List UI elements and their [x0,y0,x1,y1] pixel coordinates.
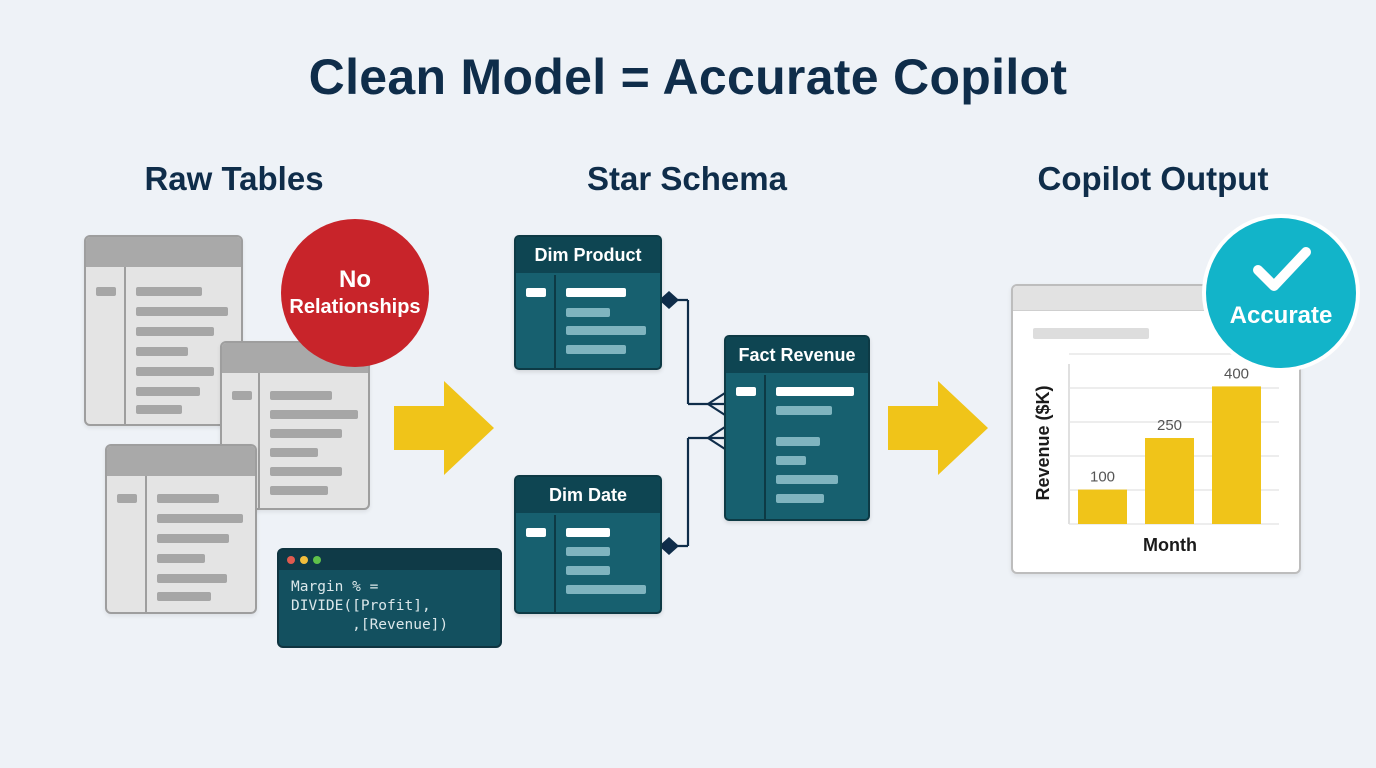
section-title-raw-tables: Raw Tables [144,160,324,197]
revenue-bar-chart: 100 250 400 Revenue ($K) Month [1033,353,1279,555]
chart-y-axis-label: Revenue ($K) [1033,385,1053,500]
copilot-chart-window: 100 250 400 Revenue ($K) Month [1011,284,1301,574]
dim-date-header: Dim Date [516,477,660,513]
accurate-badge-label: Accurate [1229,302,1333,329]
code-line-2: DIVIDE([Profit], [291,598,431,614]
crowfoot-lower-product [707,403,726,416]
chart-data-labels: 100 250 400 [1090,365,1249,485]
chart-title-placeholder [1033,328,1149,339]
right-arrow-icon [888,381,988,475]
section-title-star-schema: Star Schema [587,160,787,197]
page-title: Clean Model = Accurate Copilot [308,49,1068,105]
chart-data-label: 250 [1157,417,1182,434]
no-relationships-badge-line1: No [339,266,371,293]
right-arrow-icon [394,381,494,475]
code-line-3: ,[Revenue]) [291,617,449,633]
chart-bars [1078,386,1261,524]
one-side-diamond-icon [659,537,679,555]
raw-table-1 [84,235,243,426]
fact-revenue-header: Fact Revenue [726,337,868,373]
chart-data-label: 100 [1090,469,1115,486]
window-maximize-dot-icon [313,556,321,564]
no-relationships-badge: No Relationships [281,219,429,367]
crowfoot-upper-product [707,392,726,405]
window-close-dot-icon [287,556,295,564]
no-relationships-badge-line2: Relationships [289,296,421,318]
checkmark-icon [1253,247,1311,291]
chart-data-label: 400 [1224,365,1249,382]
chart-bar [1078,489,1127,524]
chart-bar [1145,438,1194,524]
chart-x-axis-label: Month [1143,535,1197,555]
section-title-copilot-output: Copilot Output [1037,160,1269,197]
dax-code-text: Margin % = DIVIDE([Profit], ,[Revenue]) [291,578,500,635]
dim-product-header: Dim Product [516,237,660,273]
dim-product-table: Dim Product [514,235,662,370]
fact-revenue-table: Fact Revenue [724,335,870,521]
crowfoot-lower-date [707,437,726,450]
chart-bar [1212,386,1261,524]
window-minimize-dot-icon [300,556,308,564]
one-side-diamond-icon [659,291,679,309]
dax-code-window: Margin % = DIVIDE([Profit], ,[Revenue]) [277,548,502,648]
code-window-titlebar [279,550,500,570]
code-line-1: Margin % = [291,579,379,595]
raw-table-3 [105,444,257,614]
dim-date-table: Dim Date [514,475,662,614]
relationship-lines [659,298,726,548]
crowfoot-upper-date [707,426,726,439]
accurate-badge: Accurate [1206,218,1356,368]
